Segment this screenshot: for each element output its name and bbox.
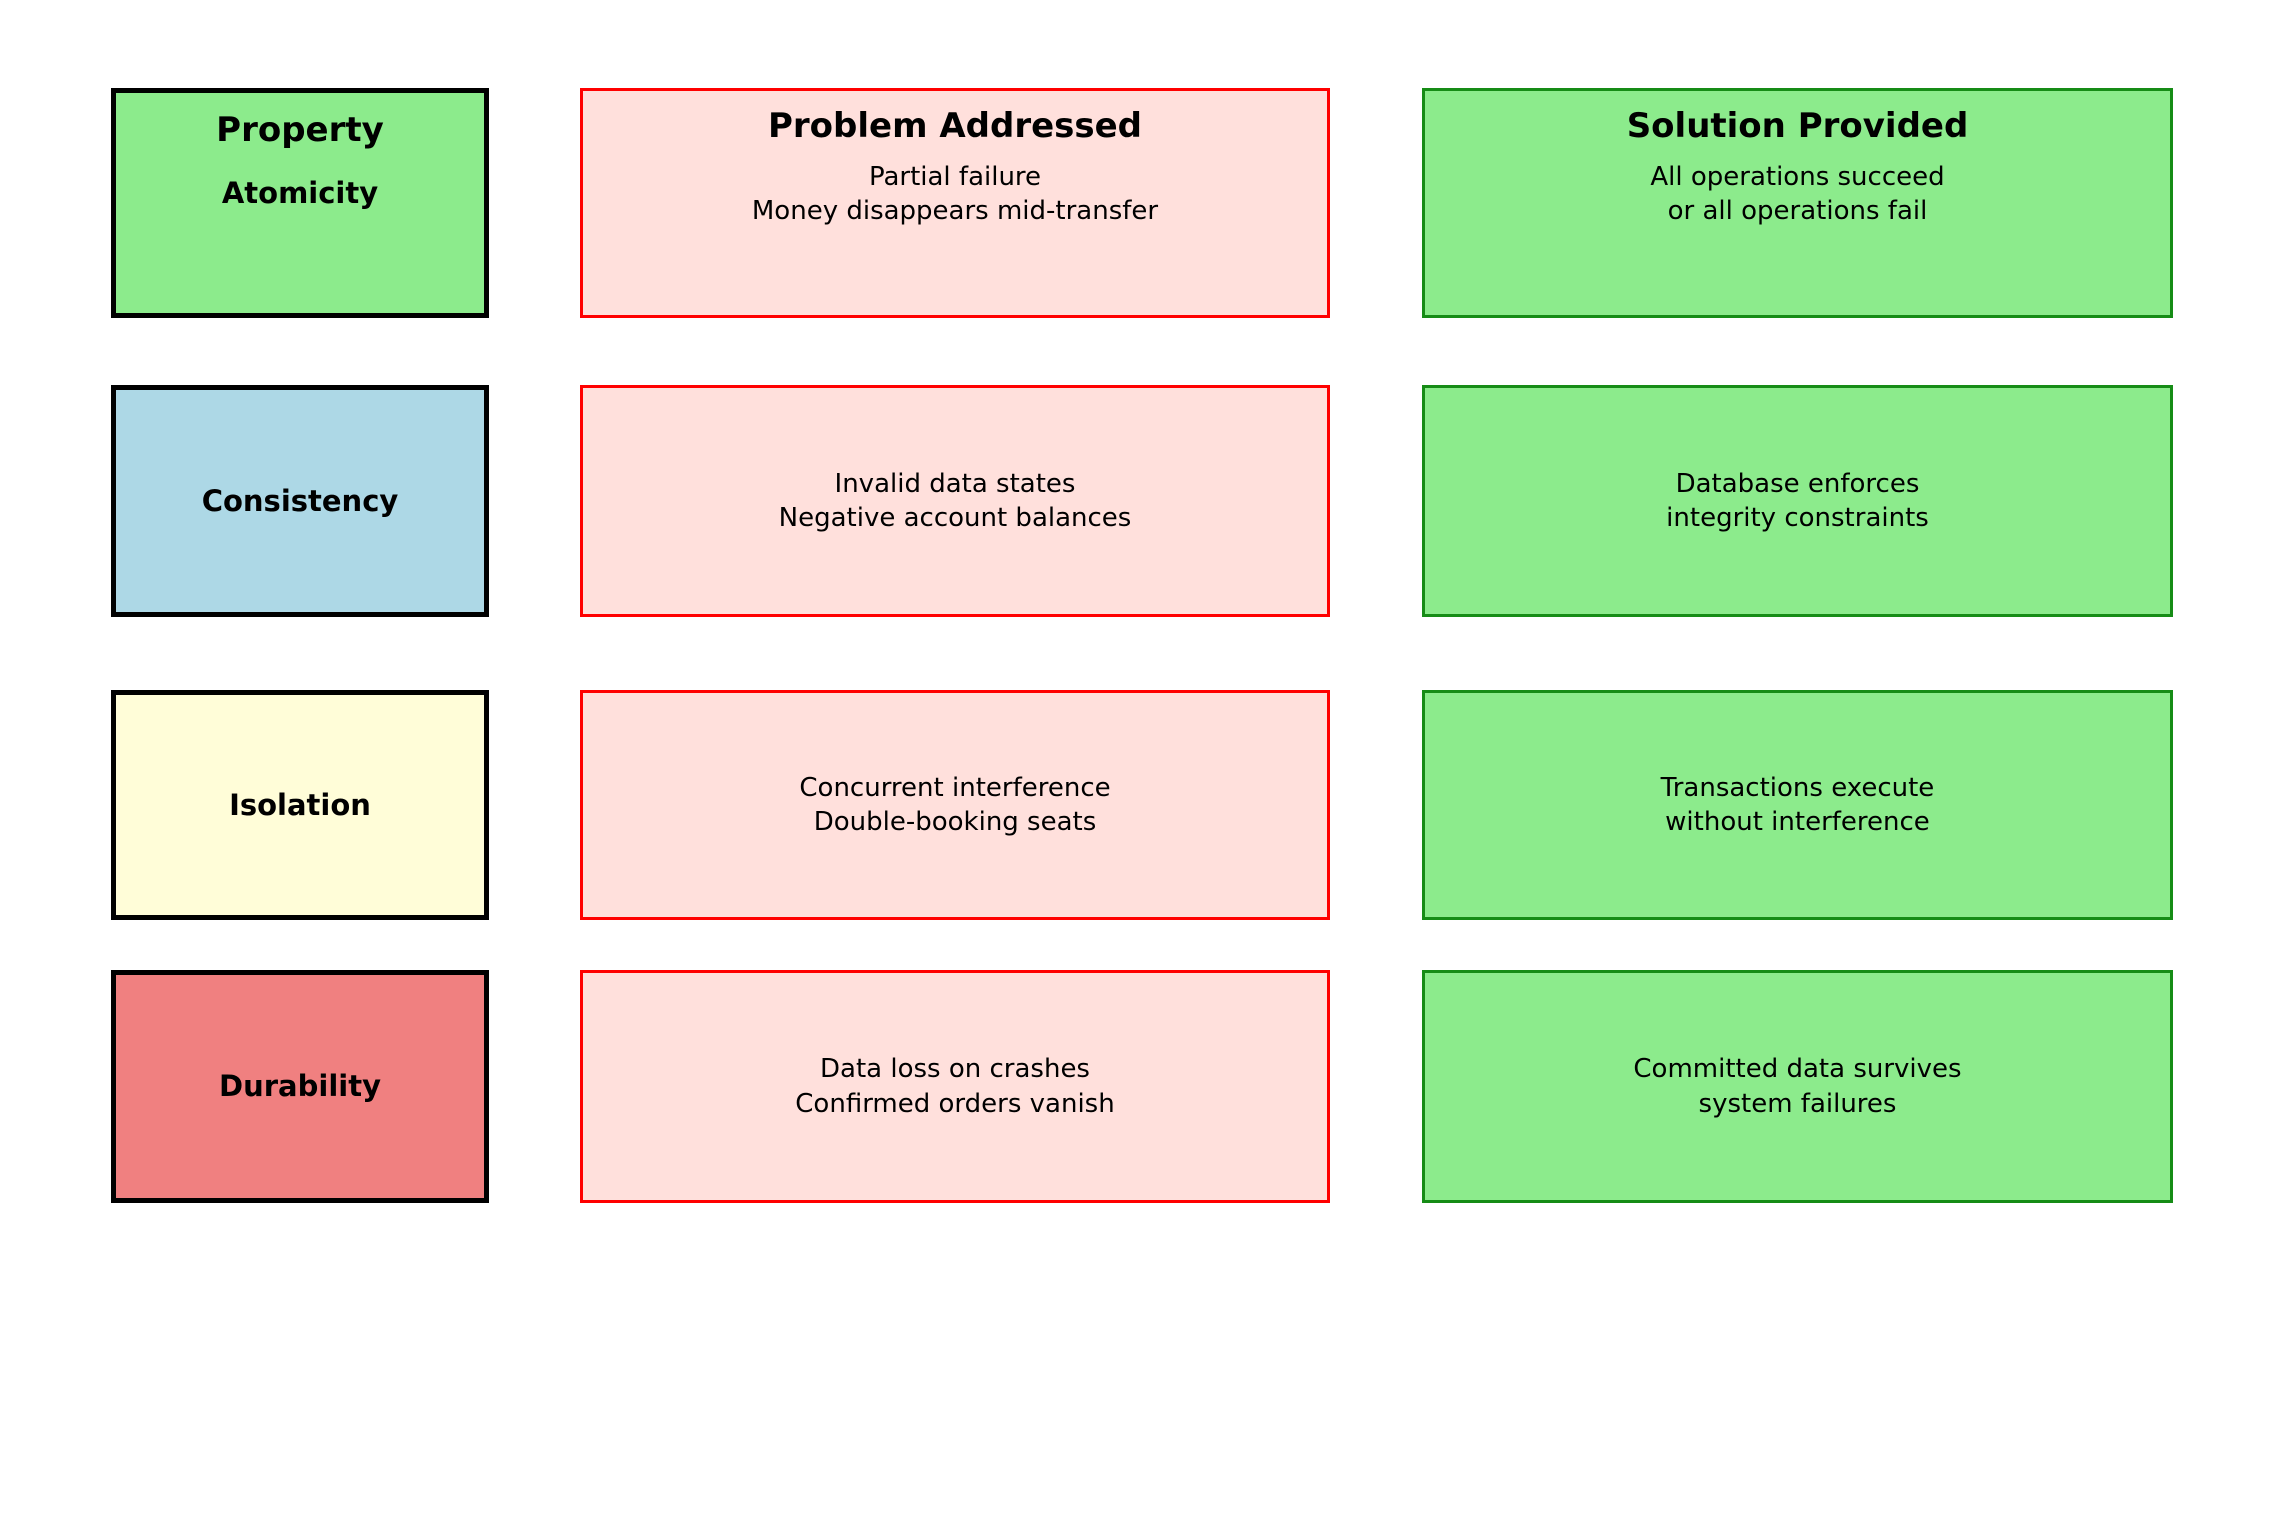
solution-text-atomicity: All operations succeed or all operations… <box>1650 162 1945 227</box>
problem-text-isolation: Concurrent interference Double-booking s… <box>799 772 1111 837</box>
column-header-property: Property <box>216 110 384 150</box>
property-cell-isolation: Isolation <box>111 690 489 920</box>
problem-cell-isolation: Concurrent interference Double-booking s… <box>580 690 1330 920</box>
property-label-consistency: Consistency <box>201 483 399 518</box>
property-cell-consistency: Consistency <box>111 385 489 617</box>
solution-cell-durability: Committed data survives system failures <box>1422 970 2173 1203</box>
problem-text-durability: Data loss on crashes Confirmed orders va… <box>795 1054 1115 1119</box>
property-label-durability: Durability <box>219 1069 381 1104</box>
column-header-problem: Problem Addressed <box>767 106 1143 146</box>
solution-cell-isolation: Transactions execute without interferenc… <box>1422 690 2173 920</box>
solution-cell-consistency: Database enforces integrity constraints <box>1422 385 2173 617</box>
solution-cell-atomicity: Solution Provided All operations succeed… <box>1422 88 2173 318</box>
solution-text-consistency: Database enforces integrity constraints <box>1666 468 1929 533</box>
property-label-isolation: Isolation <box>229 787 371 822</box>
problem-text-consistency: Invalid data states Negative account bal… <box>778 468 1132 533</box>
problem-cell-atomicity: Problem Addressed Partial failure Money … <box>580 88 1330 318</box>
problem-cell-durability: Data loss on crashes Confirmed orders va… <box>580 970 1330 1203</box>
problem-text-atomicity: Partial failure Money disappears mid-tra… <box>751 162 1159 227</box>
property-cell-atomicity: Property Atomicity <box>111 88 489 318</box>
property-cell-durability: Durability <box>111 970 489 1203</box>
property-label-atomicity: Atomicity <box>221 176 379 211</box>
solution-text-durability: Committed data survives system failures <box>1633 1054 1962 1119</box>
column-header-solution: Solution Provided <box>1626 106 1969 146</box>
problem-cell-consistency: Invalid data states Negative account bal… <box>580 385 1330 617</box>
solution-text-isolation: Transactions execute without interferenc… <box>1660 772 1935 837</box>
